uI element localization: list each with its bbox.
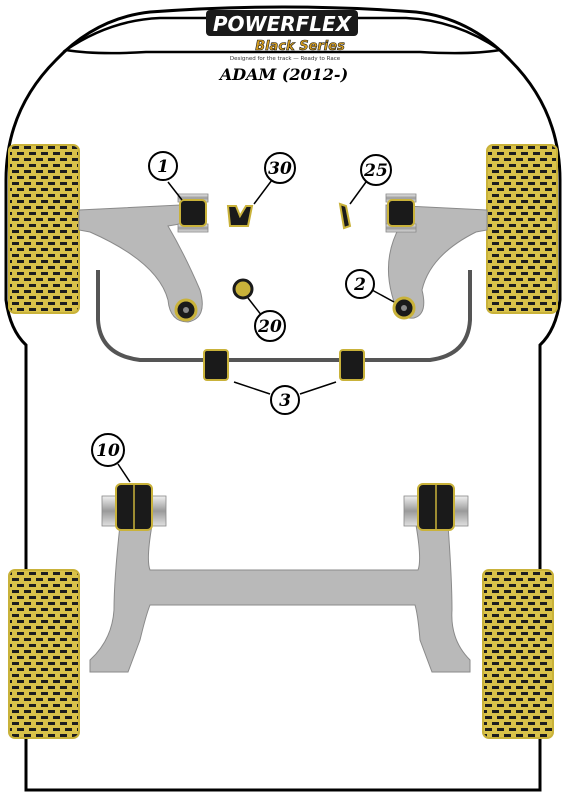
part-25 — [338, 202, 352, 230]
svg-text:10: 10 — [96, 441, 120, 461]
powerflex-logo: POWERFLEX Black Series Designed for the … — [206, 10, 358, 62]
svg-text:20: 20 — [257, 317, 282, 337]
svg-text:2: 2 — [353, 275, 366, 295]
tyre-rear-right — [482, 569, 554, 739]
rear-beam — [89, 524, 471, 673]
series-text: Black Series — [255, 39, 345, 54]
callout-2: 2 — [345, 269, 375, 299]
front-wishbone-left — [78, 204, 203, 323]
bush-10-right — [403, 483, 469, 531]
part-30 — [226, 205, 254, 227]
tyre-rear-left — [8, 569, 80, 739]
callout-30: 30 — [264, 152, 296, 184]
front-wishbone-right — [385, 204, 488, 319]
tyre-front-right — [486, 144, 558, 314]
callout-leaders — [117, 179, 395, 483]
svg-text:30: 30 — [268, 159, 292, 179]
bush-1-right — [385, 193, 417, 233]
anti-roll-bar — [96, 270, 472, 362]
page-title: ADAM (2012-) — [218, 65, 348, 84]
svg-text:25: 25 — [363, 161, 388, 181]
bush-1 — [177, 193, 209, 233]
tagline-text: Designed for the track — Ready to Race — [230, 56, 341, 62]
callout-25: 25 — [360, 154, 392, 186]
callout-1: 1 — [148, 151, 178, 181]
bush-3-left — [203, 349, 229, 381]
svg-text:1: 1 — [157, 157, 169, 177]
callout-3: 3 — [270, 385, 300, 415]
tyre-front-left — [8, 144, 80, 314]
callout-20: 20 — [254, 310, 286, 342]
svg-text:3: 3 — [279, 391, 291, 411]
part-20 — [232, 278, 254, 300]
bush-10-left — [101, 483, 167, 531]
bush-3-right — [339, 349, 365, 381]
callout-10: 10 — [91, 433, 125, 467]
logo-text: POWERFLEX — [213, 12, 353, 36]
